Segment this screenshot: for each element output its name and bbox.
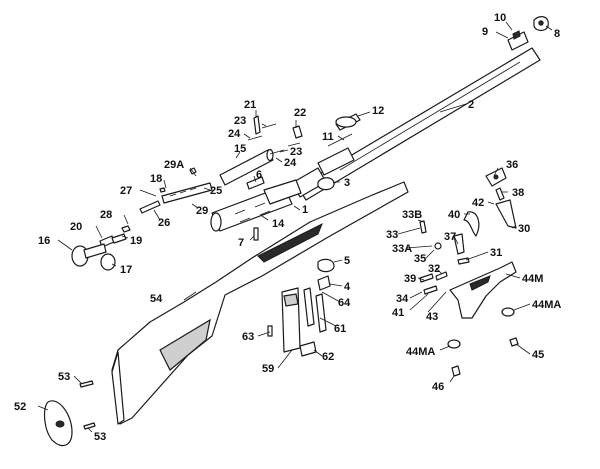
label-22: 22 [294, 107, 306, 119]
label-39: 39 [404, 273, 416, 285]
label-27: 27 [120, 185, 132, 197]
label-6: 6 [256, 169, 262, 181]
label-62: 62 [322, 351, 334, 363]
receiver-assembly [210, 148, 302, 232]
label-7: 7 [238, 237, 244, 249]
label-37: 37 [444, 231, 456, 243]
label-33: 33 [386, 229, 398, 241]
label-29: 29 [196, 205, 208, 217]
label-35: 35 [414, 253, 426, 265]
label-41: 41 [392, 307, 404, 319]
front-sight [507, 16, 549, 51]
label-11: 11 [322, 131, 334, 143]
label-8: 8 [554, 28, 560, 40]
label-52: 52 [14, 401, 26, 413]
label-18: 18 [150, 173, 162, 185]
label-1: 1 [302, 204, 308, 216]
label-44ma-2: 44MA [406, 346, 435, 358]
label-19: 19 [130, 235, 142, 247]
label-36: 36 [506, 159, 518, 171]
bolt-handle [71, 243, 116, 271]
stock [111, 181, 409, 425]
label-44m: 44M [522, 273, 543, 285]
label-33b: 33B [402, 209, 422, 221]
label-5: 5 [344, 255, 350, 267]
label-53-a: 53 [58, 371, 70, 383]
label-23-b: 23 [290, 146, 302, 158]
small-parts-upper [246, 113, 361, 191]
label-12: 12 [372, 105, 384, 117]
label-30: 30 [518, 223, 530, 235]
label-21: 21 [244, 99, 256, 111]
label-34: 34 [396, 293, 409, 305]
label-44ma-1: 44MA [532, 299, 561, 311]
label-14: 14 [272, 218, 285, 230]
label-64: 64 [338, 297, 351, 309]
label-9: 9 [482, 26, 488, 38]
label-32: 32 [428, 263, 440, 275]
label-29a: 29A [164, 159, 184, 171]
label-26: 26 [158, 217, 170, 229]
label-46: 46 [432, 381, 444, 393]
label-2: 2 [468, 99, 474, 111]
label-23-a: 23 [234, 115, 246, 127]
label-10: 10 [494, 12, 506, 24]
label-17: 17 [120, 264, 132, 276]
label-63: 63 [242, 331, 254, 343]
label-42: 42 [472, 197, 484, 209]
label-31: 31 [490, 247, 502, 259]
magazine-group [267, 258, 335, 357]
label-43: 43 [426, 311, 438, 323]
trigger-group [419, 167, 519, 377]
label-53-b: 53 [94, 431, 106, 443]
label-24-b: 24 [284, 157, 297, 169]
leader-lines [37, 21, 553, 433]
label-59: 59 [262, 363, 274, 375]
label-15: 15 [234, 143, 246, 155]
label-54: 54 [150, 293, 163, 305]
label-4: 4 [344, 281, 351, 293]
label-20: 20 [70, 221, 82, 233]
label-3: 3 [344, 177, 350, 189]
label-33a: 33A [392, 243, 412, 255]
part-labels: 10 9 8 2 21 22 23 24 12 11 15 23 24 29A … [14, 12, 561, 443]
label-38: 38 [512, 187, 524, 199]
label-45: 45 [532, 349, 544, 361]
label-24-a: 24 [228, 128, 241, 140]
label-25: 25 [210, 185, 222, 197]
label-28: 28 [100, 209, 112, 221]
label-40: 40 [448, 209, 460, 221]
pin-7 [253, 227, 259, 241]
buttplate [43, 380, 96, 447]
label-61: 61 [334, 323, 346, 335]
label-16: 16 [38, 235, 50, 247]
